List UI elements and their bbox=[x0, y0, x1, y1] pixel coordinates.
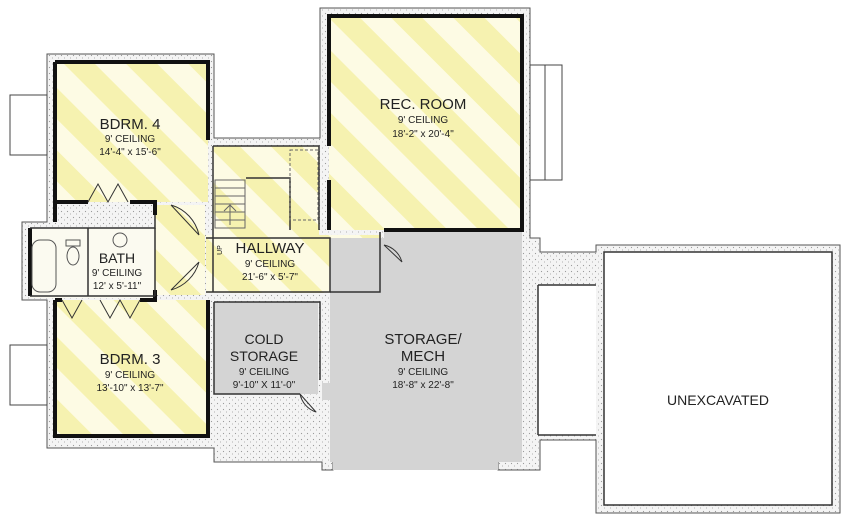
room-name-line2: STORAGE bbox=[230, 348, 298, 364]
room-name: BATH bbox=[99, 250, 135, 266]
bath-fixtures bbox=[31, 232, 128, 293]
room-rec-room: REC. ROOM 9' CEILING 18'-2" x 20'-4" bbox=[380, 96, 467, 140]
room-name-line2: MECH bbox=[401, 348, 445, 365]
room-unexcavated: UNEXCAVATED bbox=[667, 392, 769, 408]
walls bbox=[28, 14, 524, 438]
room-name: BDRM. 4 bbox=[100, 116, 161, 133]
room-name: BDRM. 3 bbox=[100, 351, 161, 368]
windows bbox=[9, 64, 563, 406]
stairs bbox=[214, 149, 319, 229]
room-bdrm-3: BDRM. 3 9' CEILING 13'-10" x 13'-7" bbox=[96, 351, 164, 394]
room-hallway: HALLWAY 9' CEILING 21'-6" x 5'-7" bbox=[236, 240, 305, 283]
stair-up-label: UP bbox=[217, 245, 224, 255]
room-ceiling: 9' CEILING bbox=[239, 367, 289, 378]
room-name-line1: STORAGE/ bbox=[384, 331, 462, 348]
swing-doors bbox=[170, 204, 403, 413]
room-size: 18'-2" x 20'-4" bbox=[392, 129, 454, 140]
room-size: 12' x 5'-11" bbox=[93, 281, 142, 292]
room-ceiling: 9' CEILING bbox=[92, 268, 142, 279]
finished-floors bbox=[30, 16, 522, 436]
room-ceiling: 9' CEILING bbox=[398, 115, 448, 126]
room-storage-mech: STORAGE/ MECH 9' CEILING 18'-8" x 22'-8" bbox=[384, 331, 462, 391]
room-ceiling: 9' CEILING bbox=[245, 259, 295, 270]
room-bath: BATH 9' CEILING 12' x 5'-11" bbox=[92, 250, 142, 292]
room-size: 9'-10" X 11'-0" bbox=[233, 380, 296, 391]
room-ceiling: 9' CEILING bbox=[105, 134, 155, 145]
thin-walls bbox=[30, 145, 833, 506]
room-size: 18'-8" x 22'-8" bbox=[392, 380, 454, 391]
room-name-line1: COLD bbox=[245, 331, 284, 347]
room-name: REC. ROOM bbox=[380, 96, 467, 113]
room-name: HALLWAY bbox=[236, 240, 305, 257]
room-size: 21'-6" x 5'-7" bbox=[242, 272, 298, 283]
closet-bifold-doors bbox=[61, 182, 141, 320]
room-ceiling: 9' CEILING bbox=[105, 370, 155, 381]
room-cold-storage: COLD STORAGE 9' CEILING 9'-10" X 11'-0" bbox=[230, 331, 298, 391]
room-bdrm-4: BDRM. 4 9' CEILING 14'-4" x 15'-6" bbox=[99, 116, 161, 158]
room-name: UNEXCAVATED bbox=[667, 392, 769, 408]
room-size: 14'-4" x 15'-6" bbox=[99, 147, 161, 158]
room-size: 13'-10" x 13'-7" bbox=[96, 383, 164, 394]
room-ceiling: 9' CEILING bbox=[398, 367, 448, 378]
